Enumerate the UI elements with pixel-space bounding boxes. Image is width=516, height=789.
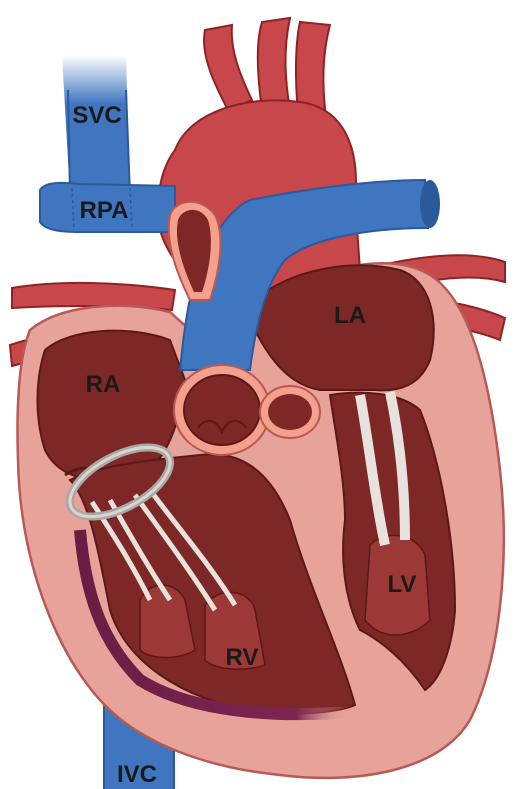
rv-label: RV (226, 644, 259, 671)
ra-label: RA (86, 371, 121, 398)
ivc-label: IVC (117, 761, 157, 788)
la-label: LA (334, 302, 366, 329)
rpa-label: RPA (80, 197, 129, 224)
lv-label: LV (388, 571, 417, 598)
aortic-valve (260, 386, 320, 438)
svc-label: SVC (72, 102, 121, 129)
pulmonary-valve (174, 365, 270, 455)
aortic-lumen (169, 202, 221, 300)
